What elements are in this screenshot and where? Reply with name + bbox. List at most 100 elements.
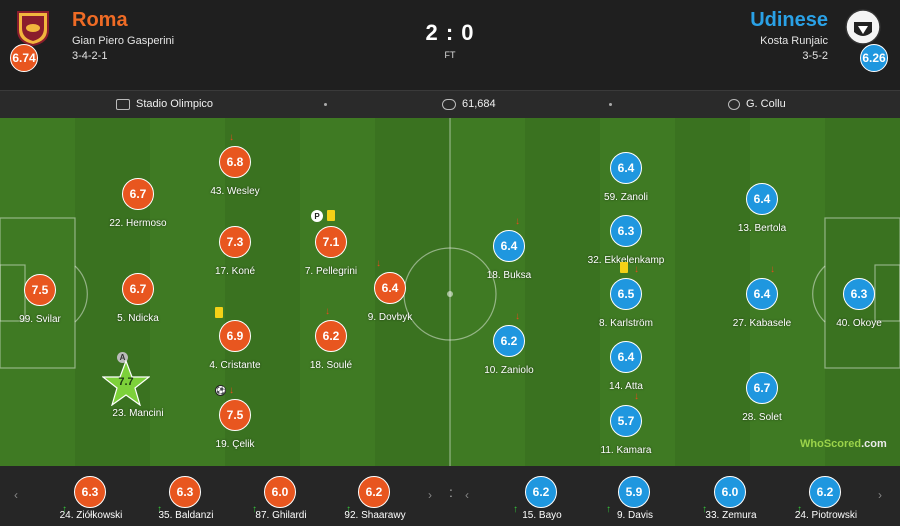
player-rating: 6.7 bbox=[122, 178, 154, 210]
player-rating: 6.4 bbox=[374, 272, 406, 304]
player-name: 99. Svilar bbox=[19, 314, 61, 325]
player-zanoli[interactable]: 6.4 59. Zanoli bbox=[576, 152, 676, 212]
home-subs-next-button[interactable]: › bbox=[428, 488, 432, 502]
sub-out-icon: ↓ bbox=[229, 385, 234, 396]
away-team-name[interactable]: Udinese bbox=[750, 9, 828, 31]
player-ndicka[interactable]: 6.7 5. Ndicka bbox=[88, 273, 188, 333]
sub-in-icon: ↑ bbox=[702, 504, 707, 515]
attendance-info: 61,684 bbox=[442, 98, 496, 110]
player-name: 27. Kabasele bbox=[732, 318, 792, 329]
home-team-rating: 6.74 bbox=[10, 44, 38, 72]
home-subs-prev-button[interactable]: ‹ bbox=[14, 488, 18, 502]
sub-player-ziolkowski[interactable]: 6.3 ↑ 24. Ziółkowski bbox=[36, 466, 146, 526]
player-name: 19. Çelik bbox=[215, 439, 255, 450]
player-rating: 6.2 bbox=[809, 476, 841, 508]
separator-dot bbox=[609, 103, 612, 106]
away-subs-prev-button[interactable]: ‹ bbox=[465, 488, 469, 502]
away-team-rating: 6.26 bbox=[860, 44, 888, 72]
player-name: 22. Hermoso bbox=[109, 218, 167, 229]
player-name: 24. Ziółkowski bbox=[59, 510, 123, 521]
player-rating: 6.9 bbox=[219, 320, 251, 352]
sub-player-baldanzi[interactable]: 6.3 ↑ 35. Baldanzi bbox=[131, 466, 241, 526]
player-rating: 6.2 bbox=[525, 476, 557, 508]
sub-out-icon: ↓ bbox=[634, 391, 639, 402]
player-pellegrini[interactable]: P 7.1 7. Pellegrini bbox=[281, 210, 381, 286]
player-okoye[interactable]: 6.3 40. Okoye bbox=[809, 278, 900, 338]
player-mancini[interactable]: A 7.7 23. Mancini bbox=[88, 352, 188, 428]
player-name: 24. Piotrowski bbox=[794, 510, 858, 521]
player-celik[interactable]: ⚽ ↓ 7.5 19. Çelik bbox=[185, 385, 285, 459]
player-soule[interactable]: ↓ 6.2 18. Soulé bbox=[281, 306, 381, 380]
player-rating: 6.2 bbox=[315, 320, 347, 352]
assist-icon: A bbox=[117, 352, 128, 363]
sub-player-shaarawy[interactable]: 6.2 ↑ 92. Shaarawy bbox=[320, 466, 430, 526]
home-team-name[interactable]: Roma bbox=[72, 9, 128, 31]
player-name: 32. Ekkelenkamp bbox=[587, 255, 665, 266]
sub-out-icon: ↓ bbox=[515, 216, 520, 227]
player-name: 5. Ndicka bbox=[117, 313, 159, 324]
player-rating: 6.4 bbox=[493, 230, 525, 262]
player-hermoso[interactable]: 6.7 22. Hermoso bbox=[88, 178, 188, 238]
player-rating: 6.0 bbox=[264, 476, 296, 508]
player-kone[interactable]: 7.3 17. Koné bbox=[185, 226, 285, 286]
player-rating: 6.4 bbox=[610, 152, 642, 184]
player-name: 18. Soulé bbox=[309, 360, 353, 371]
player-rating: 7.5 bbox=[219, 399, 251, 431]
player-name: 33. Zemura bbox=[705, 510, 757, 521]
away-subs-next-button[interactable]: › bbox=[878, 488, 882, 502]
player-zaniolo[interactable]: ↓ 6.2 10. Zaniolo bbox=[459, 311, 559, 385]
player-rating: 6.8 bbox=[219, 146, 251, 178]
player-cristante[interactable]: 6.9 4. Cristante bbox=[185, 307, 285, 380]
player-solet[interactable]: 6.7 28. Solet bbox=[712, 372, 812, 432]
player-name: 18. Buksa bbox=[486, 270, 532, 281]
referee-info: G. Collu bbox=[728, 98, 786, 110]
whoscored-logo[interactable]: WhoScored.com bbox=[800, 438, 887, 450]
player-bertola[interactable]: 6.4 13. Bertola bbox=[712, 183, 812, 243]
sub-player-bayo[interactable]: 6.2 ↑ 15. Bayo bbox=[487, 466, 597, 526]
sub-in-icon: ↑ bbox=[513, 504, 518, 515]
player-name: 9. Dovbyk bbox=[367, 312, 413, 323]
player-name: 11. Kamara bbox=[600, 445, 652, 456]
sub-out-icon: ↓ bbox=[376, 258, 381, 269]
player-rating: 6.7 bbox=[746, 372, 778, 404]
player-kamara[interactable]: ↓ 5.7 11. Kamara bbox=[576, 391, 676, 465]
player-name: 59. Zanoli bbox=[604, 192, 648, 203]
roma-crest-icon[interactable] bbox=[14, 8, 52, 46]
sub-player-piotrowski[interactable]: 6.2 ↑ 24. Piotrowski bbox=[771, 466, 881, 526]
player-ekkelenkamp[interactable]: 6.3 32. Ekkelenkamp bbox=[576, 215, 676, 275]
player-karlstrom[interactable]: ↓ 6.5 8. Karlström bbox=[576, 262, 676, 338]
player-dovbyk[interactable]: ↓ 6.4 9. Dovbyk bbox=[340, 258, 440, 332]
subs-divider: : bbox=[449, 484, 453, 500]
player-buksa[interactable]: ↓ 6.4 18. Buksa bbox=[459, 216, 559, 290]
yellow-card-icon bbox=[327, 210, 335, 221]
udinese-crest-icon[interactable] bbox=[844, 8, 882, 46]
player-rating: 6.3 bbox=[74, 476, 106, 508]
referee-name: G. Collu bbox=[746, 98, 786, 110]
player-kabasele[interactable]: ↓ 6.4 27. Kabasele bbox=[712, 264, 812, 338]
player-wesley[interactable]: ↓ 6.8 43. Wesley bbox=[185, 132, 285, 206]
stadium-icon bbox=[116, 98, 130, 110]
whoscored-logo-domain: .com bbox=[861, 438, 887, 450]
player-rating: 6.2 bbox=[358, 476, 390, 508]
stadium-name: Stadio Olimpico bbox=[136, 98, 214, 110]
sub-in-icon: ↑ bbox=[157, 504, 162, 515]
sub-out-icon: ↓ bbox=[229, 132, 234, 143]
stadium-info: Stadio Olimpico bbox=[116, 98, 213, 110]
match-score: 2 : 0 bbox=[425, 20, 475, 45]
away-coach: Kosta Runjaic bbox=[760, 35, 828, 47]
player-rating: 7.5 bbox=[24, 274, 56, 306]
sub-player-davis[interactable]: 5.9 ↑ 9. Davis bbox=[580, 466, 690, 526]
player-name: 35. Baldanzi bbox=[158, 510, 214, 521]
player-rating: 6.4 bbox=[746, 278, 778, 310]
player-name: 7. Pellegrini bbox=[304, 266, 358, 277]
player-name: 87. Ghilardi bbox=[255, 510, 307, 521]
sub-in-icon: ↑ bbox=[252, 504, 257, 515]
sub-player-ghilardi[interactable]: 6.0 ↑ 87. Ghilardi bbox=[226, 466, 336, 526]
player-svilar[interactable]: 7.5 99. Svilar bbox=[0, 274, 90, 334]
attendance-value: 61,684 bbox=[462, 98, 496, 110]
sub-player-zemura[interactable]: 6.0 ↑ 33. Zemura bbox=[676, 466, 786, 526]
player-name: 14. Atta bbox=[609, 381, 643, 392]
player-name: 10. Zaniolo bbox=[484, 365, 534, 376]
player-rating: 6.3 bbox=[610, 215, 642, 247]
player-atta[interactable]: 6.4 14. Atta bbox=[576, 341, 676, 401]
